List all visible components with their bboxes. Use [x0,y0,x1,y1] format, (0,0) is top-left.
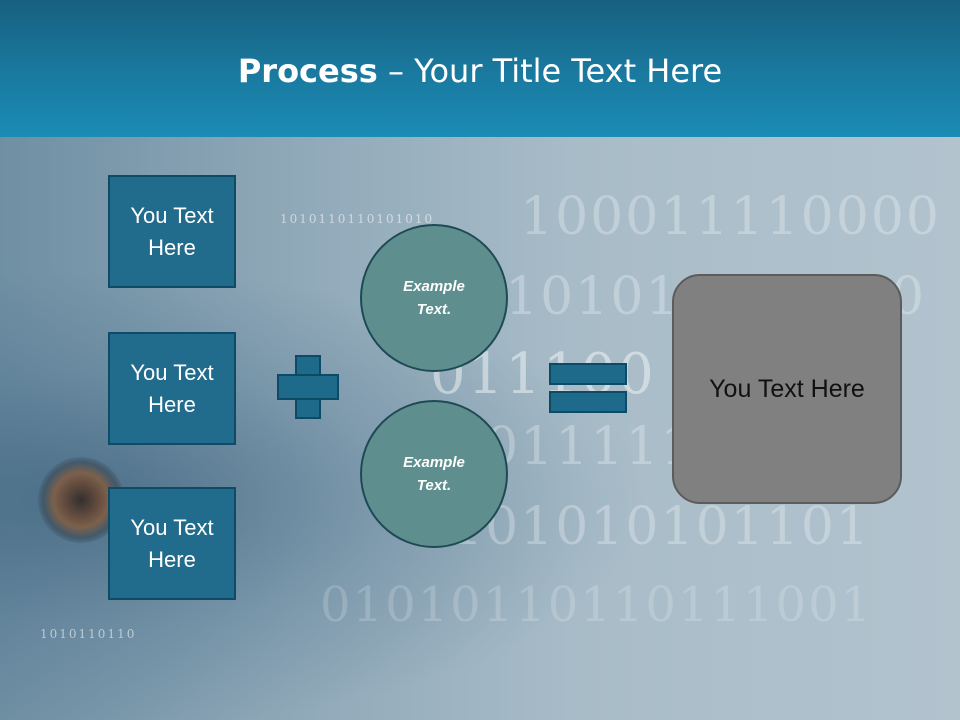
background-binary-pattern: 1010110110101010 [280,212,435,226]
input-box-label: You Text Here [130,202,214,260]
input-box-3[interactable]: You Text Here [108,487,236,600]
example-circle-2[interactable]: Example Text. [360,400,508,548]
example-circle-1[interactable]: Example Text. [360,224,508,372]
input-box-2[interactable]: You Text Here [108,332,236,445]
title-rest: – Your Title Text Here [377,52,723,90]
background-binary-pattern: 01010110110111001 [320,577,874,633]
result-label: You Text Here [709,374,865,403]
equals-icon-bottom-bar [549,391,627,413]
input-box-1[interactable]: You Text Here [108,175,236,288]
page-title: Process – Your Title Text Here [0,52,960,90]
header-bar: Process – Your Title Text Here [0,0,960,137]
circle-label: Example Text. [403,454,465,494]
input-box-label: You Text Here [130,514,214,572]
background-binary-pattern: 1010110110 [40,627,137,641]
title-bold: Process [237,52,378,90]
equals-icon-top-bar [549,363,627,385]
plus-icon-center [297,376,319,398]
result-box[interactable]: You Text Here [672,274,902,504]
background-binary-pattern: 101010101101 [450,497,872,557]
circle-label: Example Text. [403,278,465,318]
input-box-label: You Text Here [130,359,214,417]
background-binary-pattern: 100011110000 [520,187,942,247]
